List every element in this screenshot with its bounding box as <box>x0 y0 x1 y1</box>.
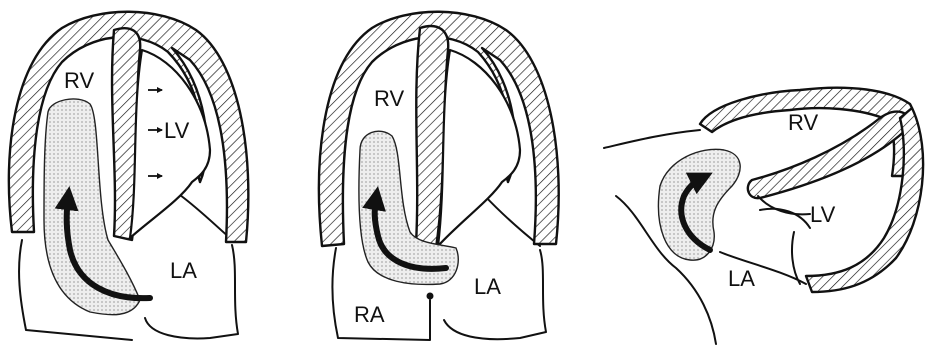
panel-3-label-lv: LV <box>810 202 836 227</box>
panel-2-label-la: LA <box>474 274 501 299</box>
panel-1: RV LV LA <box>9 12 248 340</box>
panel-1-label-rv: RV <box>64 68 94 93</box>
panel-1-mitral-leaflet <box>180 195 230 238</box>
panel-1-label-la: LA <box>170 258 197 283</box>
panel-2-label-ra: RA <box>354 302 385 327</box>
panel-1-label-lv: LV <box>164 118 190 143</box>
panel-2-lv-cavity <box>438 50 520 246</box>
panel-2-mitral-leaflet <box>484 195 540 246</box>
panel-3-label-la: LA <box>728 266 755 291</box>
panel-2: RV LA RA <box>319 12 559 340</box>
panel-3-septum <box>748 112 910 199</box>
panel-3-label-rv: RV <box>788 110 818 135</box>
panel-3-mitral-leaflet <box>758 196 810 214</box>
panel-2-marker-dot <box>427 293 434 300</box>
panel-3: RV LV LA <box>604 88 923 344</box>
panel-2-label-rv: RV <box>374 86 404 111</box>
